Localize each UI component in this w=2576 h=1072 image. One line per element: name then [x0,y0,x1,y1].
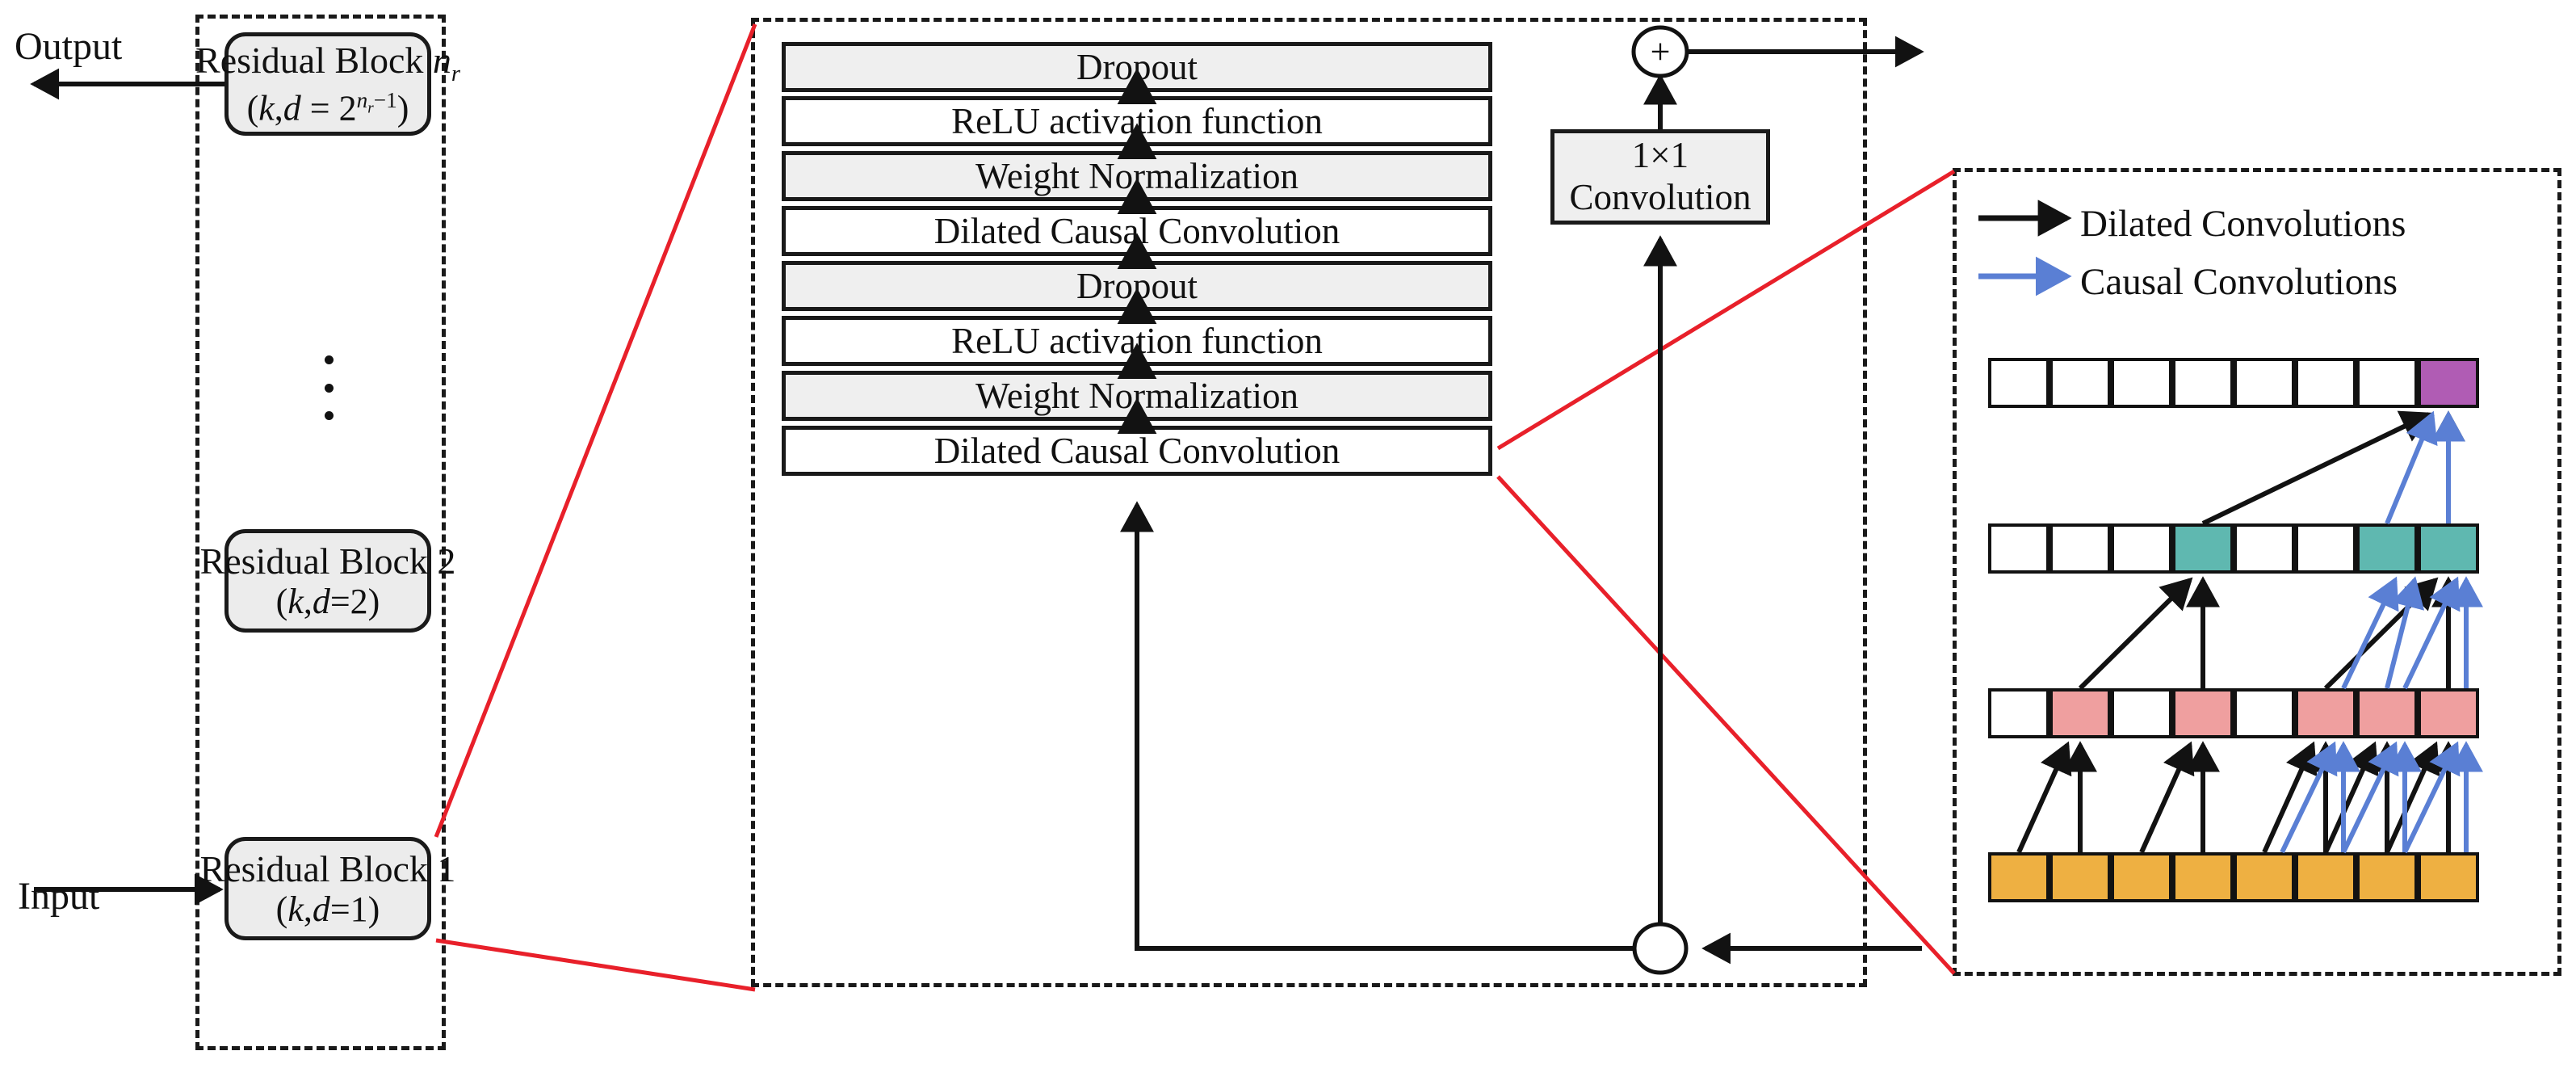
residual-block-2[interactable]: Residual Block 2 (k,d=2) [200,529,455,633]
layer-relu-1[interactable]: ReLU activation function [782,316,1492,366]
grid-cell-r1-c3 [2172,523,2234,574]
grid-cell-r3-c3 [2172,852,2234,902]
grid-cell-r0-c3 [2172,358,2234,408]
grid-cell-r0-c5 [2295,358,2356,408]
grid-cell-r3-c7 [2418,852,2479,902]
layer-dilatedconv-1[interactable]: Dilated Causal Convolution [782,426,1492,476]
grid-cell-r2-c4 [2234,688,2295,738]
input-label: Input [18,875,100,918]
grid-cell-r0-c4 [2234,358,2295,408]
grid-cell-r1-c6 [2356,523,2418,574]
conv-line-1: 1×1 [1631,135,1689,176]
residual-block-nr[interactable]: Residual Block nr (k,d = 2nr−1) [195,32,460,136]
grid-cell-r3-c6 [2356,852,2418,902]
grid-cell-r0-c0 [1988,358,2049,408]
grid-cell-r1-c2 [2111,523,2172,574]
grid-cell-r3-c1 [2049,852,2111,902]
grid-cell-r1-c4 [2234,523,2295,574]
grid-cell-r3-c4 [2234,852,2295,902]
grid-cell-r1-c7 [2418,523,2479,574]
grid-cell-r2-c6 [2356,688,2418,738]
residual-block-1[interactable]: Residual Block 1 (k,d=1) [200,837,455,940]
grid-cell-r1-c5 [2295,523,2356,574]
layer-dropout-2[interactable]: Dropout [782,42,1492,92]
grid-cell-r0-c1 [2049,358,2111,408]
residual-block-1-title: Residual Block 1 [199,847,456,889]
grid-cell-r3-c0 [1988,852,2049,902]
blocks-ellipsis [324,355,334,420]
grid-cell-r0-c2 [2111,358,2172,408]
layer-dropout-1[interactable]: Dropout [782,261,1492,311]
residual-block-nr-title: Residual Block nr [195,40,460,87]
grid-cell-r2-c7 [2418,688,2479,738]
residual-block-1-params: (k,d=1) [275,889,380,930]
grid-cell-r2-c0 [1988,688,2049,738]
conv-line-2: Convolution [1569,177,1752,217]
grid-cell-r2-c1 [2049,688,2111,738]
grid-cell-r0-c6 [2356,358,2418,408]
output-label: Output [15,25,123,68]
grid-cell-r2-c2 [2111,688,2172,738]
grid-cell-r3-c5 [2295,852,2356,902]
grid-cell-r2-c5 [2295,688,2356,738]
residual-block-2-title: Residual Block 2 [199,540,456,582]
layer-dilatedconv-2[interactable]: Dilated Causal Convolution [782,206,1492,256]
residual-block-nr-params: (k,d = 2nr−1) [246,87,409,128]
grid-cell-r2-c3 [2172,688,2234,738]
layer-relu-2[interactable]: ReLU activation function [782,96,1492,146]
layer-weightnorm-2[interactable]: Weight Normalization [782,151,1492,201]
grid-cell-r0-c7 [2418,358,2479,408]
residual-block-2-params: (k,d=2) [275,582,380,622]
grid-cell-r3-c2 [2111,852,2172,902]
grid-cell-r1-c0 [1988,523,2049,574]
layer-weightnorm-1[interactable]: Weight Normalization [782,371,1492,421]
one-by-one-convolution-box[interactable]: 1×1 Convolution [1550,129,1770,225]
legend-causal-convolutions-label: Causal Convolutions [2080,261,2398,303]
legend-dilated-convolutions-label: Dilated Convolutions [2080,203,2406,245]
grid-cell-r1-c1 [2049,523,2111,574]
